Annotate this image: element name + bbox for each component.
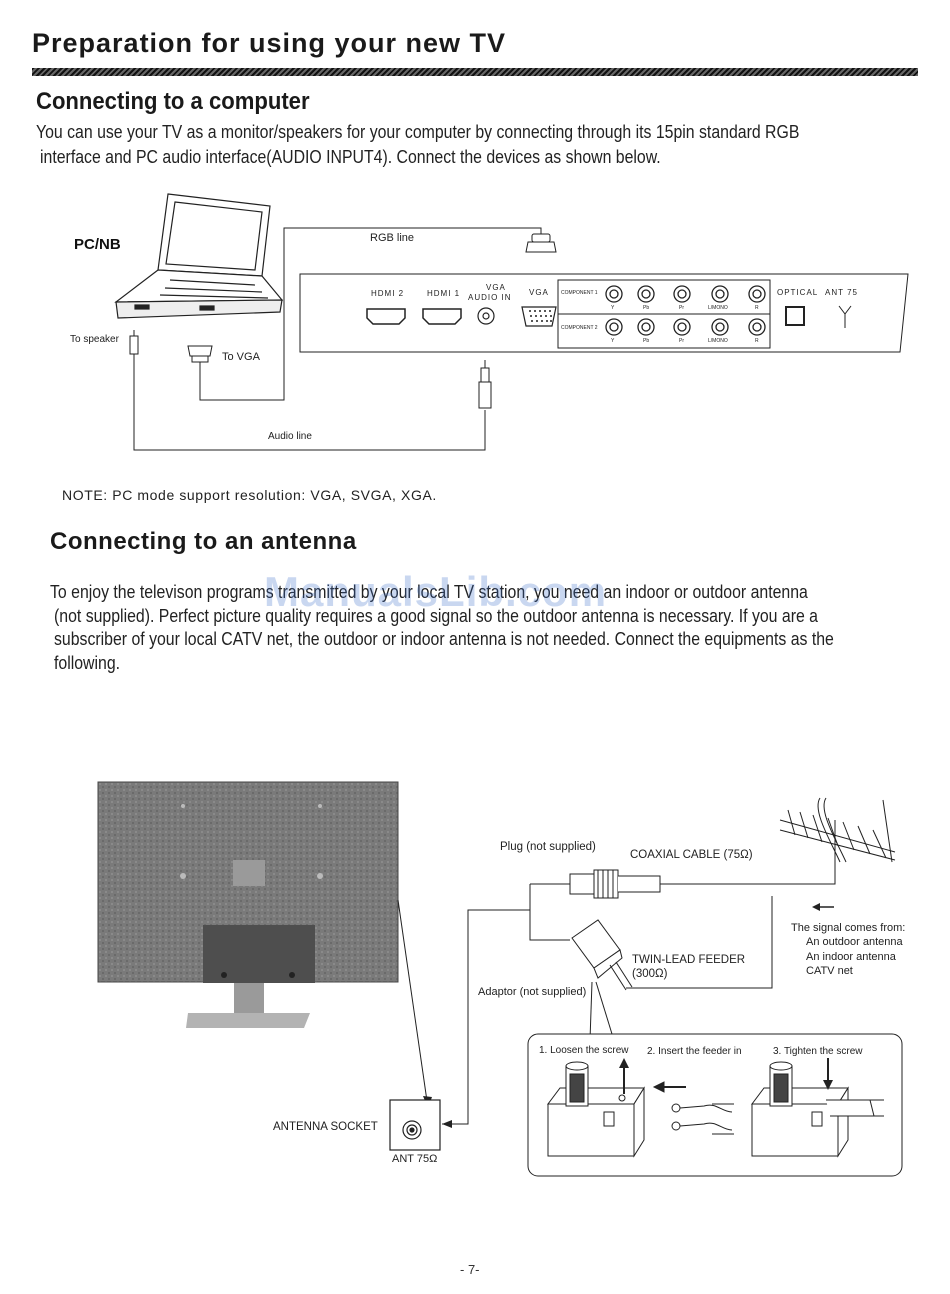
plug-label: Plug (not supplied)	[500, 841, 596, 853]
ant-75-label: ANT 75	[825, 288, 858, 297]
c1-lmono-label: L/MONO	[708, 305, 728, 311]
antenna-paragraph-line-1: To enjoy the televison programs transmit…	[50, 582, 808, 602]
antenna-port-icon	[838, 305, 852, 328]
page-title: Preparation for using your new TV	[32, 28, 507, 58]
computer-paragraph-line-2: interface and PC audio interface(AUDIO I…	[40, 147, 661, 167]
c2-r-label: R	[755, 338, 759, 344]
step2-label: 2. Insert the feeder in	[647, 1046, 742, 1057]
vga-port-icon	[521, 306, 557, 327]
component-1-label: COMPONENT 1	[561, 290, 598, 296]
step2-feeder-icon	[652, 1081, 734, 1135]
section-heading-antenna: Connecting to an antenna	[50, 528, 357, 555]
vga-plug-icon	[525, 233, 557, 253]
c2-pr-label: Pr	[679, 338, 684, 344]
component-ports-group	[557, 279, 771, 349]
tv-rear-panel	[299, 273, 909, 353]
resolution-note: NOTE: PC mode support resolution: VGA, S…	[62, 487, 437, 503]
coaxial-plug-icon	[569, 869, 661, 899]
antenna-socket-label: ANTENNA SOCKET	[273, 1121, 378, 1133]
audio-line-label: Audio line	[268, 431, 312, 442]
vga-plug-pc-icon	[187, 345, 213, 363]
section-heading-computer: Connecting to a computer	[36, 88, 310, 115]
c1-y-label: Y	[611, 305, 615, 311]
outdoor-antenna-icon	[779, 797, 896, 863]
antenna-paragraph-line-2: (not supplied). Perfect picture quality …	[54, 606, 819, 626]
c2-lmono-label: L/MONO	[708, 338, 728, 344]
rgb-line-label: RGB line	[370, 232, 415, 244]
laptop-icon	[114, 193, 284, 319]
tv-rear-photo	[97, 781, 399, 1028]
antenna-socket-icon	[389, 1099, 441, 1151]
antenna-paragraph-line-3: subscriber of your local CATV net, the o…	[54, 629, 834, 649]
pc-nb-label: PC/NB	[74, 236, 121, 253]
c1-pb-label: Pb	[643, 305, 650, 311]
optical-port-icon	[785, 306, 805, 326]
hdmi-2-label: HDMI 2	[371, 289, 405, 298]
vga-audio-label-1: VGA	[486, 283, 506, 292]
c2-pb-label: Pb	[643, 338, 650, 344]
audio-plug-speaker-icon	[129, 330, 139, 355]
indoor-antenna-label: An indoor antenna	[806, 951, 896, 963]
c1-pr-label: Pr	[679, 305, 684, 311]
step3-terminal-icon	[751, 1061, 884, 1158]
optical-label: OPTICAL	[777, 288, 819, 297]
to-vga-label: To VGA	[222, 351, 260, 363]
twin-lead-label: TWIN-LEAD FEEDER	[632, 954, 746, 966]
step1-label: 1. Loosen the screw	[539, 1045, 629, 1056]
twin-lead-ohm-label: (300Ω)	[632, 968, 668, 980]
vga-audio-in-jack-icon	[477, 307, 495, 325]
hdmi-1-label: HDMI 1	[427, 289, 461, 298]
step1-terminal-icon	[547, 1061, 645, 1158]
page-number: - 7-	[460, 1262, 480, 1277]
c1-r-label: R	[755, 305, 759, 311]
step3-label: 3. Tighten the screw	[773, 1046, 863, 1057]
vga-audio-label-2: AUDIO IN	[468, 293, 512, 302]
catv-net-label: CATV net	[806, 965, 853, 977]
to-speaker-label: To speaker	[70, 334, 119, 345]
outdoor-antenna-label: An outdoor antenna	[806, 936, 903, 948]
ant-75-ohm-label: ANT 75Ω	[392, 1153, 438, 1165]
audio-plug-tv-icon	[478, 360, 492, 409]
component-2-label: COMPONENT 2	[561, 325, 598, 331]
adaptor-label: Adaptor (not supplied)	[478, 986, 587, 998]
twin-lead-adaptor-icon	[571, 919, 633, 991]
signal-source-label: The signal comes from:	[791, 922, 906, 934]
antenna-paragraph-line-4: following.	[54, 653, 121, 673]
hdmi-2-port-icon	[366, 308, 406, 325]
coaxial-cable-label: COAXIAL CABLE (75Ω)	[630, 849, 753, 861]
c2-y-label: Y	[611, 338, 615, 344]
title-divider	[32, 68, 918, 76]
computer-paragraph-line-1: You can use your TV as a monitor/speaker…	[36, 122, 800, 142]
hdmi-1-port-icon	[422, 308, 462, 325]
vga-label: VGA	[529, 288, 549, 297]
